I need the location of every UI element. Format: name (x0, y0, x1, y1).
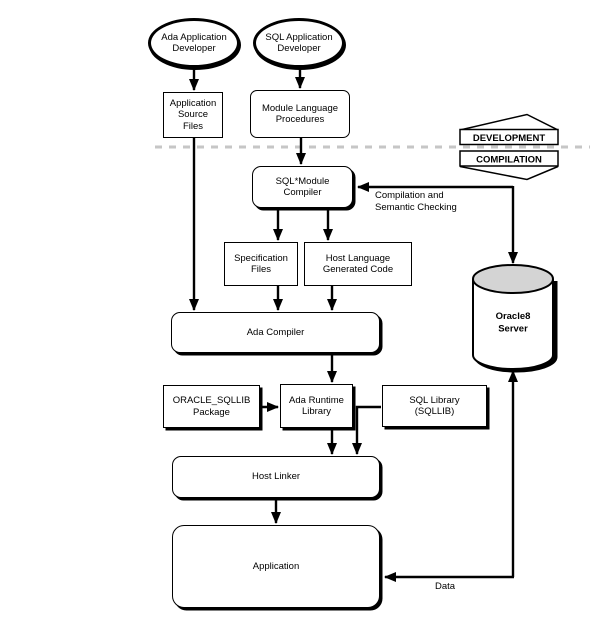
ada-compiler-label: Ada Compiler (246, 326, 305, 338)
compilation-semantic-checking-label: Compilation and Semantic Checking (375, 190, 457, 214)
sql-developer-label-line2: Developer (277, 43, 321, 54)
application-source-label-line3: Files (182, 120, 204, 132)
development-banner-box (459, 128, 559, 146)
specification-files-box: Specification Files (224, 242, 298, 286)
ada-runtime-label-line1: Ada Runtime (289, 394, 344, 406)
sql-library-box: SQL Library (SQLLIB) (382, 385, 487, 427)
oracle-sqllib-label-line2: Package (193, 406, 230, 418)
ada-developer-label-line2: Developer (172, 43, 216, 54)
oracle-sqllib-label-line1: ORACLE_SQLLIB (172, 395, 251, 406)
checking-label-line1: Compilation and (375, 190, 444, 201)
sql-module-compiler-label-line1: SQL*Module (275, 175, 330, 187)
application-label: Application (252, 560, 300, 572)
sql-application-developer-ellipse: SQL Application Developer (253, 18, 345, 68)
development-banner-label: DEVELOPMENT (473, 133, 546, 144)
sql-library-label-line2: (SQLLIB) (414, 406, 455, 417)
application-source-files-box: Application Source Files (163, 92, 223, 138)
checking-label-line2: Semantic Checking (375, 202, 457, 213)
ada-runtime-library-box: Ada Runtime Library (280, 384, 353, 428)
cylinder-top (472, 264, 554, 294)
host-language-label-line1: Host Language (325, 252, 391, 264)
application-source-label-line1: Application (169, 97, 217, 109)
host-linker-box: Host Linker (172, 456, 380, 498)
oracle8-server-cylinder: Oracle8 Server (472, 264, 558, 373)
compilation-banner-label: COMPILATION (476, 155, 542, 166)
sql-library-label-line1: SQL Library (409, 394, 460, 406)
specification-files-label-line2: Files (250, 264, 272, 275)
compilation-banner-box (459, 150, 559, 167)
oracle8-server-label-line1: Oracle8 (496, 311, 531, 322)
host-language-generated-code-box: Host Language Generated Code (304, 242, 412, 286)
ada-application-developer-ellipse: Ada Application Developer (148, 18, 240, 68)
oracle8-server-label-line2: Server (498, 324, 528, 335)
sql-developer-label-line1: SQL Application (265, 31, 333, 43)
specification-files-label-line1: Specification (234, 252, 288, 264)
module-language-label-line1: Module Language (261, 102, 339, 114)
flow-arrows (189, 67, 518, 582)
development-banner-peak (459, 113, 559, 131)
host-linker-label: Host Linker (251, 471, 301, 483)
arrow-sql-library-to-linker (352, 405, 381, 455)
data-edge-label: Data (434, 581, 456, 592)
oracle-sqllib-package-box: ORACLE_SQLLIB Package (163, 385, 260, 428)
module-language-label-line2: Procedures (275, 114, 325, 125)
sql-module-compiler-box: SQL*Module Compiler (252, 166, 353, 208)
compilation-banner-point (459, 165, 559, 181)
host-language-label-line2: Generated Code (322, 264, 394, 275)
phase-banner: DEVELOPMENT COMPILATION (459, 113, 559, 181)
ada-compiler-box: Ada Compiler (171, 312, 380, 353)
ada-runtime-label-line2: Library (301, 406, 332, 417)
application-source-label-line2: Source (177, 109, 209, 121)
application-box: Application (172, 525, 380, 608)
cylinder-body (472, 279, 554, 370)
module-language-procedures-box: Module Language Procedures (250, 90, 350, 138)
sql-module-compiler-label-line2: Compiler (283, 187, 322, 198)
ada-developer-label-line1: Ada Application (161, 31, 227, 43)
